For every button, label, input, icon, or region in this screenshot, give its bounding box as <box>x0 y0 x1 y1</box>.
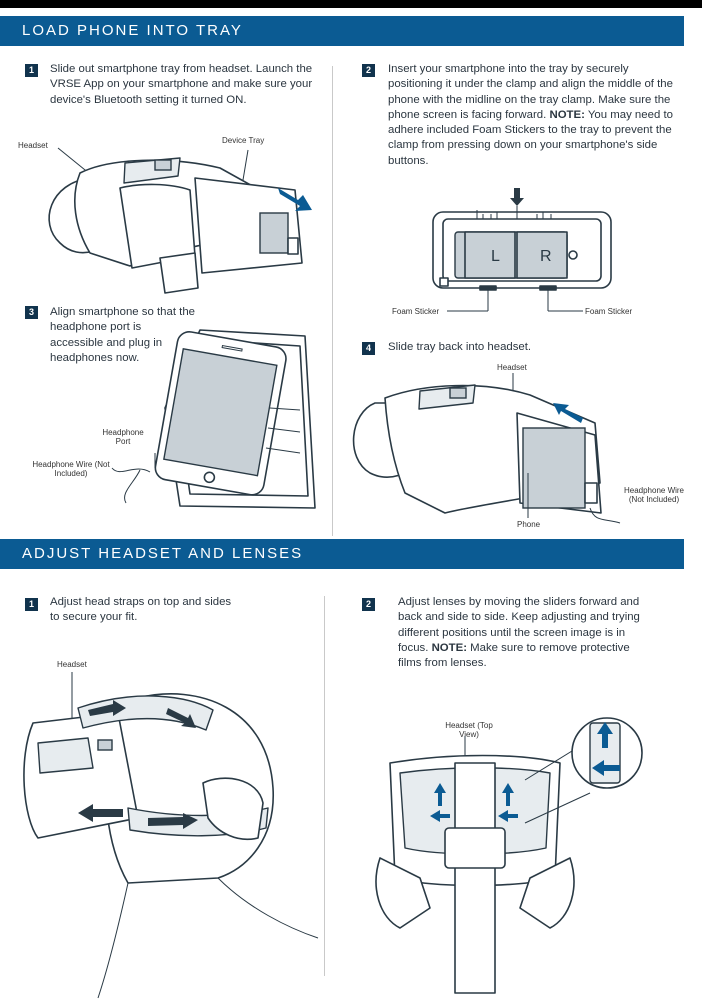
step-2-note-text: You may need to adhere included Foam Sti… <box>388 108 673 167</box>
lens-r-label: R <box>540 248 552 265</box>
phone-in-tray-illustration <box>154 329 316 509</box>
s2-step-2-note-text: Make sure to remove protective films fro… <box>398 641 630 670</box>
s2-step-2-body: Adjust lenses by moving the sliders forw… <box>398 596 640 654</box>
head-wearing-headset-illustration <box>23 672 319 999</box>
step-2-body: Insert your smartphone into the tray by … <box>388 63 673 121</box>
section-header-adjust-headset: ADJUST HEADSET AND LENSES <box>0 539 684 569</box>
label-foam-sticker-right: Foam Sticker <box>585 307 633 316</box>
label-headset-step4: Headset <box>497 363 527 372</box>
step-4-text: Slide tray back into headset. <box>388 341 532 353</box>
step-badge: 4 <box>362 342 375 355</box>
tray-into-headset-illustration <box>352 373 621 524</box>
step-badge: 1 <box>25 598 38 611</box>
step-1-text: Slide out smartphone tray from headset. … <box>50 63 313 106</box>
step-badge: 1 <box>25 64 38 77</box>
s2-step-2-text: Adjust lenses by moving the sliders forw… <box>398 595 653 671</box>
label-headset-s2: Headset <box>57 660 87 669</box>
section-header-load-phone: LOAD PHONE INTO TRAY <box>0 16 684 46</box>
step-badge: 2 <box>362 598 375 611</box>
label-foam-sticker-left: Foam Sticker <box>392 307 440 316</box>
step-badge: 2 <box>362 64 375 77</box>
headset-top-view-illustration <box>375 717 643 994</box>
step-2-text: Insert your smartphone into the tray by … <box>388 62 673 169</box>
headphone-wire <box>111 453 156 504</box>
s2-step-2-note-label: NOTE: <box>431 641 467 654</box>
label-headset: Headset <box>18 141 48 150</box>
tray-clamp-illustration <box>432 188 612 312</box>
label-headphone-wire: Headphone Wire (Not Included) <box>32 460 110 478</box>
label-headphone-port: Headphone Port <box>102 428 144 446</box>
label-headphone-wire-step4: Headphone Wire (Not Included) <box>623 486 685 504</box>
headset-tray-illustration <box>48 147 312 294</box>
label-headset-top-view: Headset (Top View) <box>445 721 493 739</box>
step-3-text: Align smartphone so that the headphone p… <box>50 306 196 364</box>
s2-step-1-text: Adjust head straps on top and sides to s… <box>50 596 232 624</box>
label-device-tray: Device Tray <box>222 136 265 145</box>
step-2-note-label: NOTE: <box>549 108 585 121</box>
step-badge: 3 <box>25 306 38 319</box>
manual-page: LOAD PHONE INTO TRAY 1 Slide out smartph… <box>0 8 702 1000</box>
column-divider <box>332 66 333 536</box>
page-edge <box>684 8 702 1000</box>
lens-l-label: L <box>491 248 500 265</box>
label-phone: Phone <box>517 520 541 529</box>
column-divider <box>324 596 325 976</box>
